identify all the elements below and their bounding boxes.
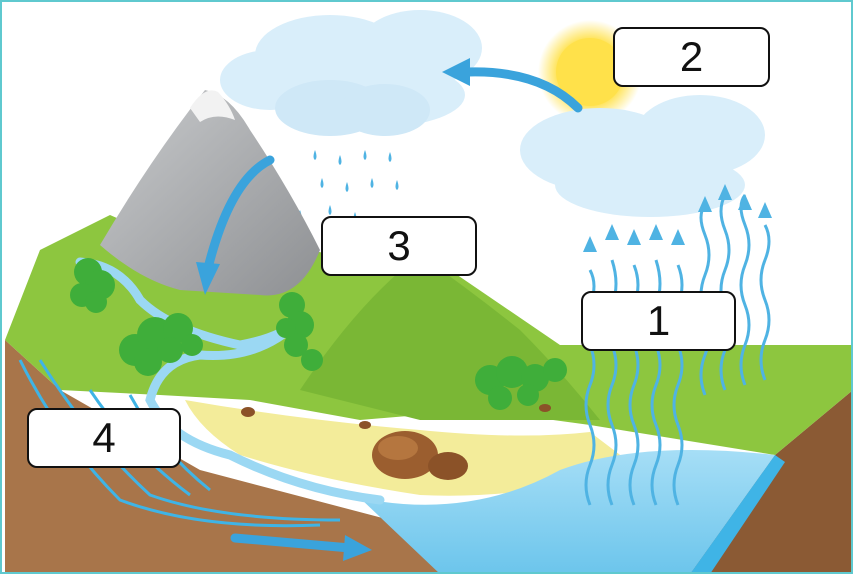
label-box-2[interactable]: 2 (613, 27, 770, 87)
soil-layer-left (5, 340, 470, 574)
label-box-1[interactable]: 1 (581, 291, 736, 351)
sea (360, 450, 775, 574)
mountain-snow-cap (190, 90, 235, 122)
evaporation-arrowheads (583, 184, 772, 252)
condensation-arrow-icon (442, 58, 583, 113)
bushes (70, 258, 567, 410)
rocks (241, 404, 551, 480)
cloud-rain-icon (275, 80, 430, 136)
label-box-3[interactable]: 3 (321, 216, 477, 276)
cloud-right-icon (520, 95, 765, 217)
mountain (100, 90, 320, 296)
sea-edge (690, 455, 785, 574)
groundwater-arrow-icon (230, 533, 372, 561)
river (75, 257, 385, 505)
label-box-4[interactable]: 4 (27, 408, 181, 468)
precipitation-arrow-icon (196, 155, 275, 295)
